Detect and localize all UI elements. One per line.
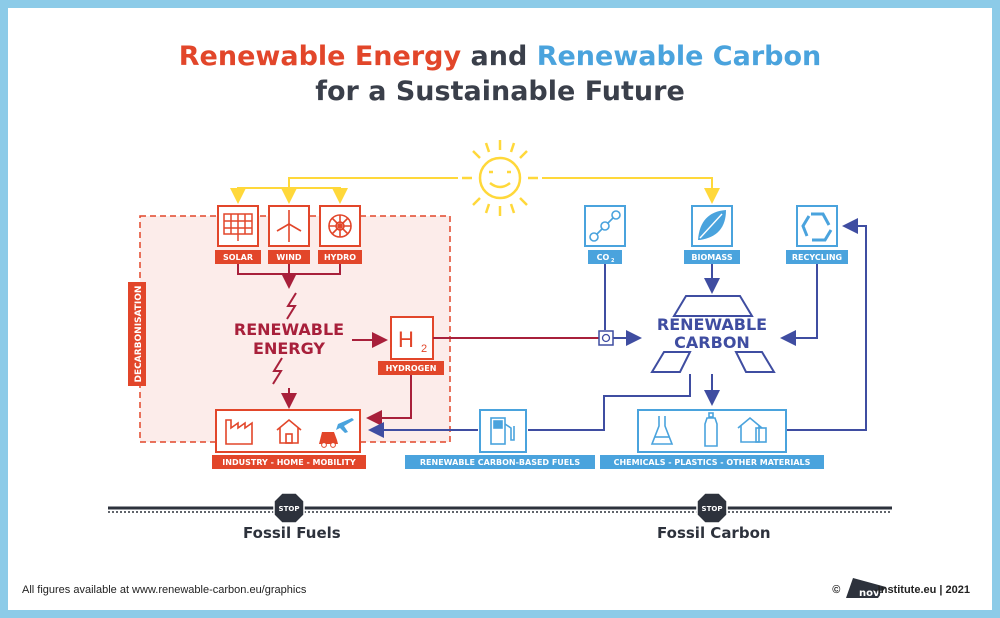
nova-logo-text: nova	[859, 588, 886, 599]
renewable-carbon-line1: RENEWABLE	[657, 315, 767, 334]
wind-box: WIND	[268, 205, 310, 264]
nova-logo: nova	[846, 578, 886, 599]
materials-to-recycling-arrow	[787, 218, 867, 431]
title-renewable-energy: Renewable Energy	[178, 41, 462, 72]
fossil-fuels-label: Fossil Fuels	[243, 524, 341, 542]
industry-home-mobility-box: INDUSTRY - HOME - MOBILITY	[212, 409, 366, 469]
h2-subscript: 2	[421, 343, 427, 355]
footer-source: All figures available at www.renewable-c…	[22, 584, 307, 596]
recycling-to-carbon-arrow	[780, 264, 818, 346]
stop-sign-fuels-icon: STOP	[273, 492, 305, 524]
factory-icon	[225, 419, 253, 445]
gear-junction-icon	[598, 330, 614, 346]
hydrogen-to-sink-arrow	[366, 375, 412, 426]
co2-label: CO	[597, 253, 610, 262]
home-icon	[276, 418, 302, 444]
carbon-to-fuels-line	[528, 374, 691, 431]
stop-text-fuels: STOP	[279, 505, 300, 513]
industry-label: INDUSTRY - HOME - MOBILITY	[222, 458, 356, 467]
car-plane-icon	[319, 418, 354, 448]
fuels-box: RENEWABLE CARBON-BASED FUELS	[405, 409, 595, 469]
carbon-hub-icon	[650, 295, 776, 373]
fuels-label: RENEWABLE CARBON-BASED FUELS	[420, 458, 580, 467]
molecule-icon	[589, 210, 621, 242]
solar-label: SOLAR	[223, 253, 253, 262]
hydro-label: HYDRO	[324, 253, 356, 262]
solar-box: SOLAR	[215, 205, 261, 264]
title-renewable-carbon: Renewable Carbon	[536, 41, 822, 72]
fossil-carbon-label: Fossil Carbon	[657, 524, 771, 542]
lightning-icon-top	[286, 292, 297, 320]
wind-turbine-icon	[276, 210, 302, 242]
recycling-box: RECYCLING	[786, 205, 848, 264]
leaf-icon	[698, 210, 726, 240]
solar-panel-icon	[223, 213, 253, 241]
decarbonisation-label: DECARBONISATION	[134, 286, 144, 383]
sun-to-biomass-arrow	[542, 177, 720, 204]
hydro-wheel-icon	[328, 214, 352, 238]
co2-box: CO 2	[584, 205, 626, 264]
sun-to-hydro-arrow	[289, 187, 348, 204]
bottle-icon	[704, 412, 718, 447]
title-and: and	[470, 41, 528, 72]
renewable-energy-line1: RENEWABLE	[234, 320, 344, 339]
renewable-energy-line2: ENERGY	[253, 339, 325, 358]
hydrogen-label: HYDROGEN	[386, 364, 437, 373]
sun-to-wind-arrow	[281, 177, 458, 204]
stop-sign-carbon-icon: STOP	[696, 492, 728, 524]
flask-icon	[650, 416, 674, 445]
lightning-icon-bottom	[272, 357, 283, 385]
co2-subscript: 2	[611, 258, 615, 264]
page-title: Renewable Energy and Renewable Carbon	[0, 40, 1000, 74]
renewable-carbon-line2: CARBON	[674, 333, 750, 352]
sun-icon	[462, 140, 538, 216]
footer-institute: -Institute.eu | 2021	[874, 584, 970, 596]
materials-box: CHEMICALS - PLASTICS - OTHER MATERIALS	[600, 409, 824, 469]
footer-copyright: © -Institute.eu | 2021	[832, 584, 970, 596]
recycling-label: RECYCLING	[792, 253, 842, 262]
hydro-box: HYDRO	[318, 205, 362, 264]
page-subtitle: for a Sustainable Future	[315, 76, 685, 107]
h2-icon: H	[398, 327, 414, 352]
decarbonisation-tab	[128, 282, 146, 386]
recycling-icon	[801, 212, 833, 242]
stop-text-carbon: STOP	[702, 505, 723, 513]
biomass-box: BIOMASS	[684, 205, 740, 264]
sun-to-solar-arrow	[230, 187, 289, 204]
materials-house-icon	[737, 416, 767, 443]
wind-label: WIND	[276, 253, 301, 262]
biomass-label: BIOMASS	[691, 253, 732, 262]
materials-label: CHEMICALS - PLASTICS - OTHER MATERIALS	[614, 458, 811, 467]
fuel-pump-icon	[490, 417, 515, 445]
